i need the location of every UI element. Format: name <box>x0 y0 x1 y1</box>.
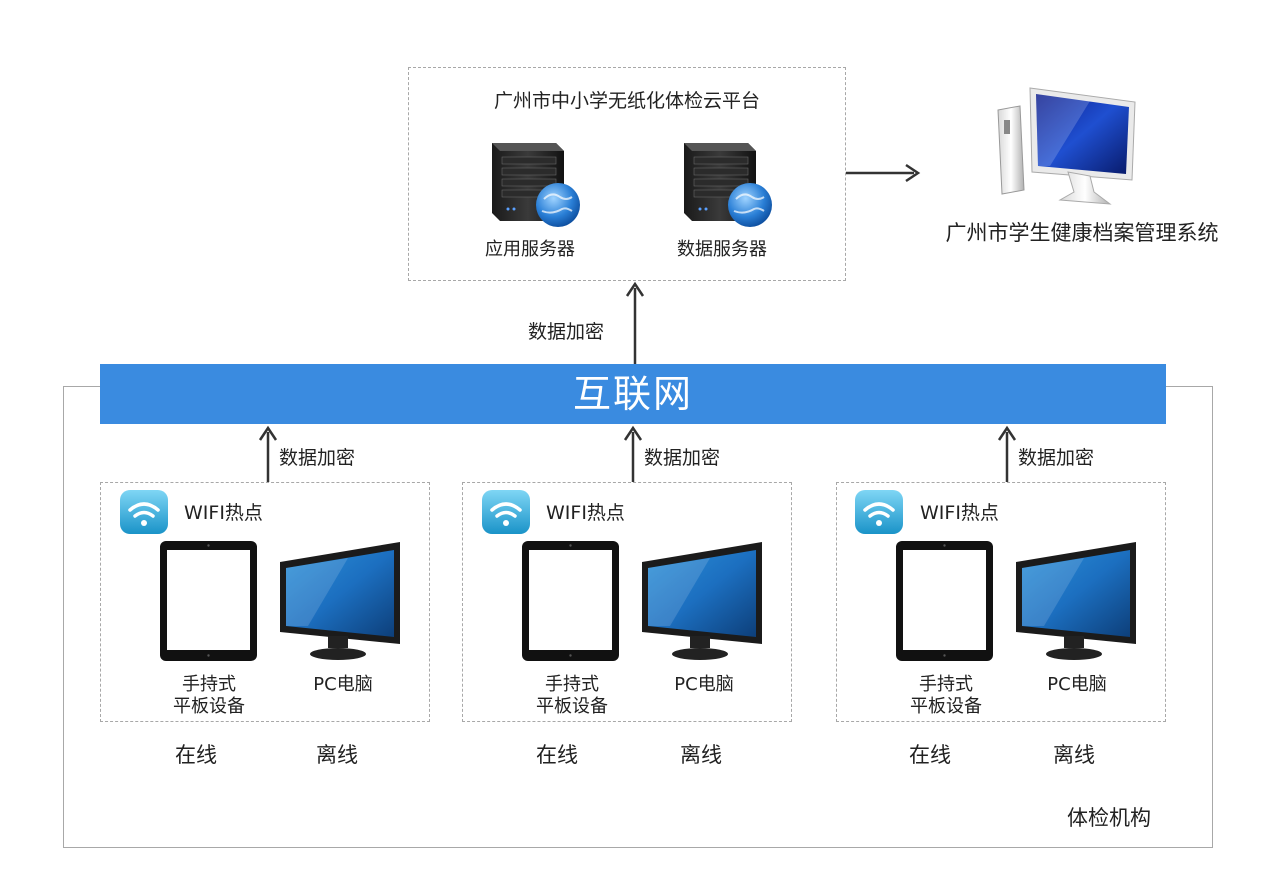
tablet-icon <box>160 541 257 661</box>
site-box-3 <box>836 482 1166 722</box>
encryption-label-site-1: 数据加密 <box>279 447 356 469</box>
data-server-label: 数据服务器 <box>677 239 767 260</box>
app-server-label: 应用服务器 <box>485 239 575 260</box>
pc-label-1: PC电脑 <box>313 674 373 695</box>
institution-frame-top-right <box>1166 386 1213 387</box>
encryption-label-top: 数据加密 <box>528 321 605 343</box>
wifi-icon <box>120 490 168 534</box>
wifi-icon <box>855 490 903 534</box>
online-label-2: 在线 <box>536 743 578 767</box>
institution-frame <box>63 386 1213 848</box>
tablet-icon <box>896 541 993 661</box>
site-box-1 <box>100 482 430 722</box>
app-server-icon <box>492 143 580 227</box>
wifi-hotspot-label-1: WIFI热点 <box>184 502 263 524</box>
monitor-icon <box>280 542 400 660</box>
encryption-label-site-3: 数据加密 <box>1018 447 1095 469</box>
institution-label: 体检机构 <box>1067 806 1151 830</box>
arrow-right-icon <box>846 163 921 183</box>
offline-label-1: 离线 <box>316 743 358 767</box>
data-server-icon <box>684 143 772 227</box>
arrow-up-icon <box>623 425 643 482</box>
online-label-1: 在线 <box>175 743 217 767</box>
wifi-hotspot-label-2: WIFI热点 <box>546 502 625 524</box>
arrow-up-icon <box>625 281 645 366</box>
tablet-icon <box>522 541 619 661</box>
monitor-icon <box>642 542 762 660</box>
wifi-icon <box>482 490 530 534</box>
offline-label-3: 离线 <box>1053 743 1095 767</box>
pc-label-2: PC电脑 <box>674 674 734 695</box>
desktop-computer-icon <box>997 87 1136 205</box>
internet-bar: 互联网 <box>100 364 1166 424</box>
archive-system-label: 广州市学生健康档案管理系统 <box>945 221 1219 245</box>
offline-label-2: 离线 <box>680 743 722 767</box>
monitor-icon <box>1016 542 1136 660</box>
institution-frame-top-left <box>63 386 103 387</box>
encryption-label-site-2: 数据加密 <box>644 447 721 469</box>
tablet-label-2: 手持式 平板设备 <box>536 674 608 717</box>
online-label-3: 在线 <box>909 743 951 767</box>
cloud-platform-box <box>408 67 846 281</box>
arrow-up-icon <box>997 425 1017 482</box>
tablet-label-1: 手持式 平板设备 <box>173 674 245 717</box>
arrow-up-icon <box>258 425 278 482</box>
pc-label-3: PC电脑 <box>1047 674 1107 695</box>
wifi-hotspot-label-3: WIFI热点 <box>920 502 999 524</box>
platform-title: 广州市中小学无纸化体检云平台 <box>493 90 761 112</box>
site-box-2 <box>462 482 792 722</box>
tablet-label-3: 手持式 平板设备 <box>910 674 982 717</box>
